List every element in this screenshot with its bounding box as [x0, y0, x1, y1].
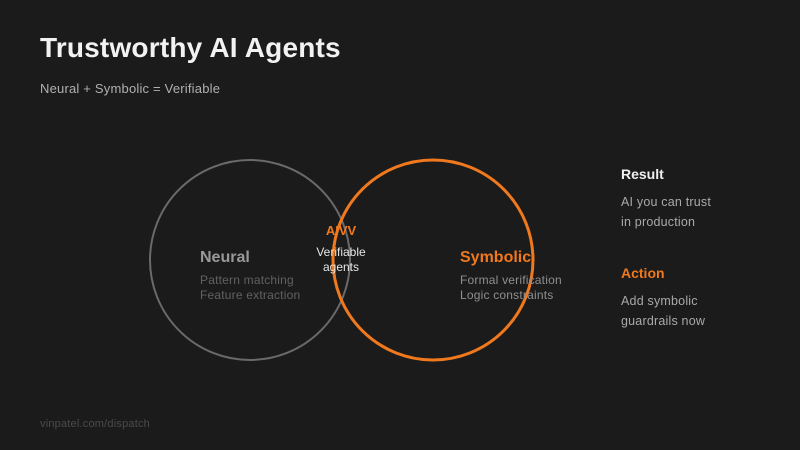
symbolic-label-group: Symbolic Formal verification Logic const… — [460, 250, 580, 302]
symbolic-line-1: Formal verification — [460, 273, 562, 287]
action-heading: Action — [621, 265, 665, 281]
neural-label: Neural — [200, 249, 250, 266]
symbolic-circle — [331, 158, 535, 362]
neural-line-2: Feature extraction — [200, 287, 301, 302]
result-line-1: AI you can trust — [621, 195, 712, 209]
intersection-label: AIVV — [325, 223, 357, 238]
intersection-line-1: Verifiable — [316, 245, 366, 259]
action-group: Action Add symbolic guardrails now — [621, 265, 771, 331]
neural-line-1: Pattern matching — [200, 273, 294, 287]
result-line-2: in production — [621, 215, 696, 229]
page-subtitle: Neural + Symbolic = Verifiable — [40, 81, 221, 96]
page-title: Trustworthy AI Agents — [40, 32, 341, 63]
neural-label-group: Neural Pattern matching Feature extracti… — [200, 250, 320, 302]
symbolic-label: Symbolic — [460, 249, 532, 266]
result-heading: Result — [621, 166, 664, 182]
footer-url: vinpatel.com/dispatch — [40, 418, 150, 430]
action-line-1: Add symbolic — [621, 294, 698, 308]
intersection-label-group: AIVV Verifiable agents — [298, 224, 384, 275]
action-line-2: guardrails now — [621, 314, 706, 328]
result-group: Result AI you can trust in production — [621, 166, 771, 232]
neural-circle — [149, 159, 351, 361]
symbolic-line-2: Logic constraints — [460, 287, 554, 302]
intersection-line-2: agents — [322, 260, 360, 274]
